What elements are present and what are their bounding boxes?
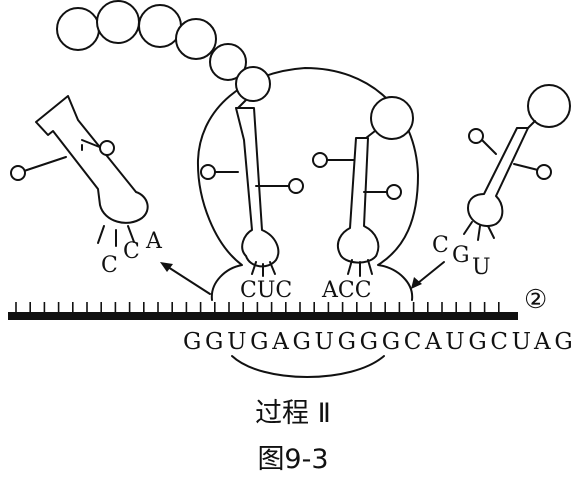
anticodon-right-letter-1: C (432, 233, 449, 258)
anticodon-left-letter-2: C (123, 239, 140, 264)
anticodon-right-letter-3: U (472, 255, 491, 280)
mrna-sequence: GGUGAGUGGGCAUGCUAG (183, 329, 573, 355)
amino-acid (209, 43, 247, 81)
anticodon-a-site: ACC (321, 278, 372, 303)
figure-caption: 图9-3 (257, 444, 328, 475)
anticodon-p-site: CUC (240, 278, 292, 303)
amino-acid (370, 96, 414, 140)
exit-arrow (160, 262, 211, 295)
amino-acid (56, 7, 100, 51)
amino-acid (138, 4, 182, 48)
entry-arrow (411, 261, 445, 289)
amino-acid (527, 84, 571, 128)
anticodon-right-letter-2: G (452, 243, 470, 268)
trna-p-site (200, 66, 304, 277)
process-caption: 过程 Ⅱ (255, 398, 331, 429)
amino-acid (96, 0, 140, 44)
amino-acid (235, 66, 271, 102)
trna-a-site (312, 96, 414, 277)
mrna-marker: ② (524, 285, 547, 315)
anticodon-left-letter-1: C (101, 253, 118, 278)
mrna-strand (8, 302, 518, 320)
peptide-chain (56, 0, 247, 81)
ribosome-small-arc (231, 355, 385, 378)
trna-exiting (10, 95, 149, 247)
anticodon-left-letter-3: A (145, 229, 163, 254)
ribosome (196, 67, 419, 301)
trna-entering (463, 84, 571, 241)
amino-acid (175, 18, 217, 60)
